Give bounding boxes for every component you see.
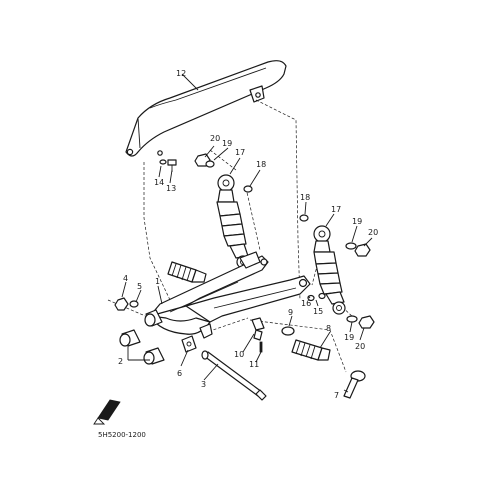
pin-part-7 (343, 370, 366, 399)
nut-part-4 (114, 297, 129, 311)
callout-6: 6 (177, 369, 182, 378)
footrest-rubber-left (167, 261, 207, 283)
callout-16: 16 (301, 299, 311, 308)
callout-14: 14 (154, 178, 164, 187)
callout-4: 4 (123, 274, 128, 283)
callout-8: 8 (326, 324, 331, 333)
callout-17-right: 17 (331, 205, 341, 214)
nut-part-20-lower-right (358, 315, 375, 329)
leader-lines (121, 73, 373, 393)
pin-part-15-16 (307, 292, 326, 302)
callout-13: 13 (166, 184, 176, 193)
callout-18-right: 18 (300, 193, 310, 202)
callout-19-lower: 19 (344, 333, 354, 342)
drawing-code: 5H5200-1200 (98, 431, 146, 439)
bushing-collar-part-2 (119, 329, 165, 365)
bushing-part-5 (144, 309, 163, 327)
callout-11: 11 (249, 360, 259, 369)
nut-part-20-right (354, 243, 371, 257)
chain-cover-part-12 (125, 60, 287, 157)
swing-arm-part-1 (149, 251, 311, 335)
callout-5: 5 (137, 282, 142, 291)
callout-20-upper: 20 (210, 134, 220, 143)
washer-part-19-upper-left (205, 160, 215, 168)
washer-part-19-lower-right (346, 315, 358, 323)
callout-3: 3 (201, 380, 206, 389)
washer-part-18-upper-left (243, 185, 253, 193)
callout-20-right: 20 (368, 228, 378, 237)
front-direction-icon (93, 399, 121, 425)
pivot-shaft-part-3 (201, 350, 267, 401)
callout-18-left: 18 (256, 160, 266, 169)
collar-part-9 (281, 326, 295, 336)
screw-part-13 (167, 159, 177, 172)
callout-20-lower: 20 (355, 342, 365, 351)
callout-2: 2 (118, 357, 123, 366)
callout-19-right: 19 (352, 217, 362, 226)
callout-9: 9 (288, 308, 293, 317)
bolt-part-10 (251, 317, 265, 341)
callout-1: 1 (155, 277, 160, 286)
washer-part-18-right (299, 214, 309, 222)
cotter-pin-part-11 (259, 341, 263, 353)
callout-19-upper: 19 (222, 139, 232, 148)
callout-15: 15 (313, 307, 323, 316)
callout-17-left: 17 (235, 148, 245, 157)
washer-part-19-right (345, 242, 357, 250)
callout-labels: 12 14 13 20 19 17 18 18 17 19 20 4 5 1 2… (118, 69, 378, 400)
washer-part-14 (159, 159, 167, 165)
bracket-part-6 (181, 323, 213, 353)
rear-shock-absorber-right-part-17 (313, 225, 346, 315)
washer-part-5-small (129, 300, 139, 308)
callout-7: 7 (334, 391, 339, 400)
footrest-part-8 (291, 339, 331, 361)
callout-10: 10 (234, 350, 244, 359)
callout-12: 12 (176, 69, 186, 78)
